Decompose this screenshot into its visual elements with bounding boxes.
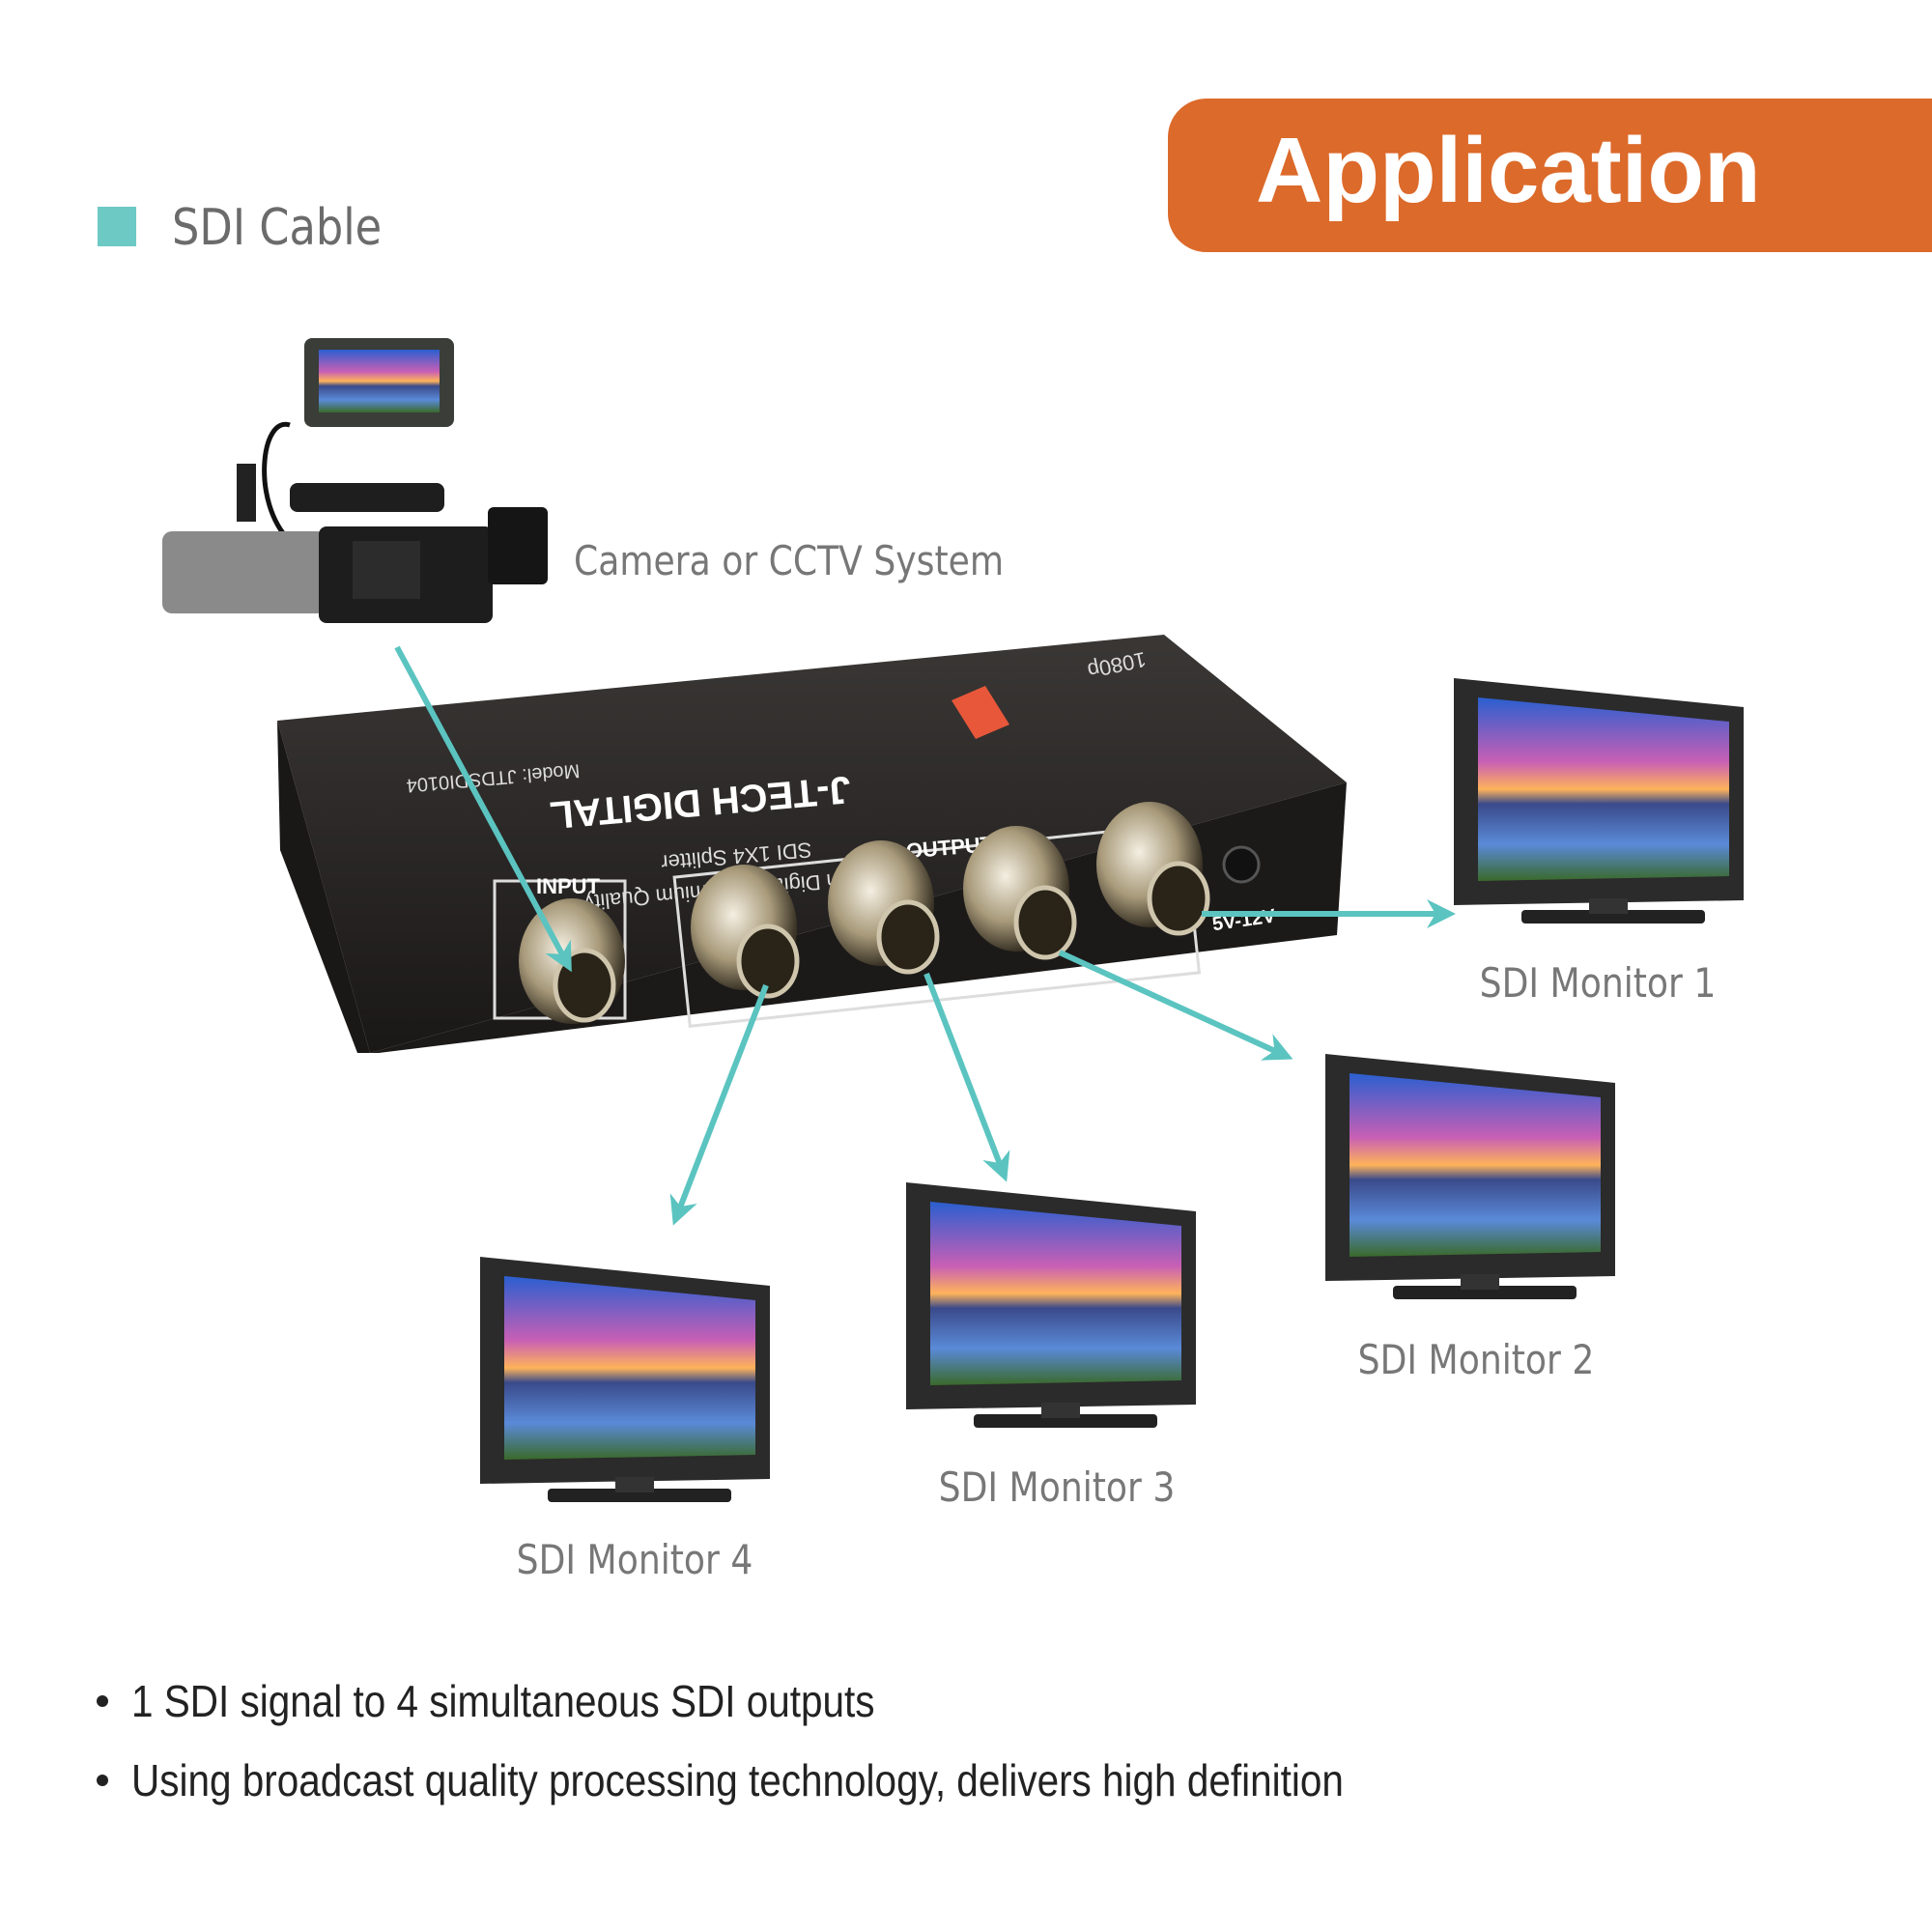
sdi-splitter-device: J-TECH DIGITAL Model: JTDSDI0104 SDI 1X4… (277, 635, 1347, 1053)
camera-label: Camera or CCTV System (574, 537, 1005, 584)
bnc-output-port-1 (691, 865, 800, 999)
sdi-monitor-3 (906, 1182, 1196, 1428)
bnc-output-port-2 (828, 840, 940, 975)
cable-monitor-4-arrow (669, 983, 769, 1226)
feature-item: Using broadcast quality processing techn… (97, 1741, 1509, 1820)
monitor-4-label: SDI Monitor 4 (516, 1536, 753, 1583)
banner-title: Application (1256, 119, 1761, 222)
jtech-logo (952, 686, 1009, 739)
feature-item: 1 SDI signal to 4 simultaneous SDI outpu… (97, 1662, 1509, 1741)
bnc-output-port-4 (1096, 802, 1210, 936)
bnc-output-port-3 (963, 826, 1077, 960)
sdi-monitor-2 (1325, 1054, 1615, 1299)
application-banner (1168, 99, 1932, 252)
legend-swatch (98, 207, 136, 246)
monitor-2-label: SDI Monitor 2 (1357, 1336, 1595, 1383)
cable-monitor-2-arrow (1058, 950, 1293, 1061)
power-jack (1222, 845, 1261, 884)
legend-label: SDI Cable (172, 199, 383, 257)
monitor-1-label: SDI Monitor 1 (1479, 959, 1717, 1007)
cable-input-arrow (394, 645, 572, 973)
bnc-input-port (519, 898, 625, 1024)
sdi-monitor-1 (1454, 678, 1744, 923)
feature-list: 1 SDI signal to 4 simultaneous SDI outpu… (97, 1662, 1509, 1820)
monitor-3-label: SDI Monitor 3 (938, 1463, 1176, 1511)
sdi-monitor-4 (480, 1257, 770, 1502)
input-label: INPUT (536, 874, 601, 898)
cable-monitor-3-arrow (923, 972, 1010, 1182)
camera-image (162, 338, 548, 623)
